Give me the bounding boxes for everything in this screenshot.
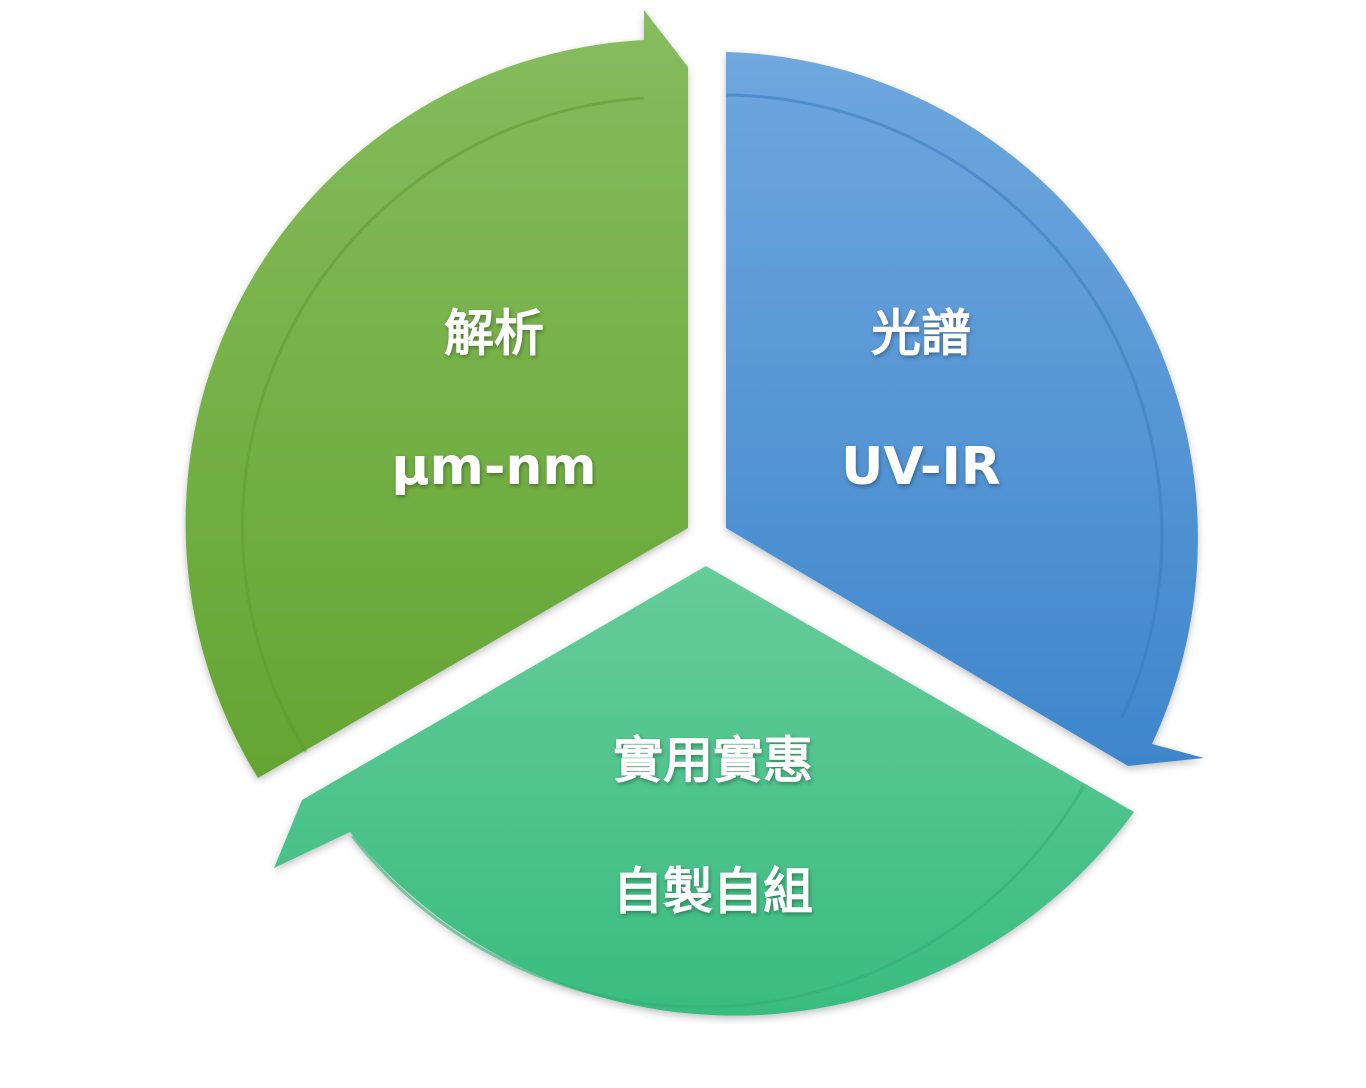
segment-spectrum-title: 光譜 (871, 305, 971, 363)
segment-practical-shape (274, 566, 1134, 1016)
segment-spectrum-inner-arc (725, 93, 1164, 719)
segment-practical-title: 實用實惠 (613, 732, 813, 790)
segment-spectrum: 光譜 UV-IR (725, 52, 1204, 766)
segment-spectrum-shape (726, 52, 1204, 766)
segment-practical-subtitle: 自製自組 (613, 863, 813, 921)
segment-spectrum-subtitle: UV-IR (841, 437, 1001, 497)
segment-practical: 實用實惠 自製自組 (274, 566, 1134, 1016)
segment-practical-inner-arc (350, 785, 1086, 1009)
segment-resolution-inner-arc (240, 96, 645, 753)
segment-resolution: 解析 µm-nm (185, 10, 688, 778)
segment-resolution-shape (185, 10, 688, 778)
segment-resolution-subtitle: µm-nm (391, 437, 596, 497)
segment-resolution-title: 解析 (444, 305, 544, 363)
